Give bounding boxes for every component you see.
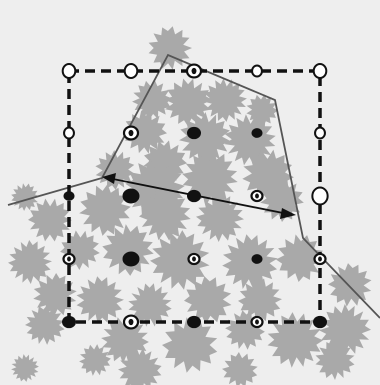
gray-blob xyxy=(76,276,124,324)
open-marker xyxy=(123,63,139,79)
gray-blob xyxy=(242,149,294,201)
filled-marker xyxy=(63,191,75,201)
gray-blob xyxy=(33,273,77,317)
filled-marker xyxy=(187,126,201,140)
bullseye-marker xyxy=(122,125,140,141)
bullseye-marker xyxy=(187,252,201,266)
filled-marker xyxy=(313,315,327,329)
bullseye-marker xyxy=(250,315,264,329)
gray-blob xyxy=(28,198,72,242)
open-marker xyxy=(314,126,326,140)
gray-blob xyxy=(179,112,231,164)
gray-blob xyxy=(182,150,238,206)
gray-blob xyxy=(95,150,135,190)
gray-blob xyxy=(25,305,65,345)
filled-marker xyxy=(187,315,201,329)
gray-blob xyxy=(164,78,212,126)
filled-marker xyxy=(62,315,76,329)
gray-blob xyxy=(328,263,372,307)
gray-blob xyxy=(102,224,154,276)
gray-blob xyxy=(267,312,323,368)
gray-blob xyxy=(162,317,218,373)
bullseye-marker xyxy=(313,252,327,266)
open-marker xyxy=(312,63,328,79)
gray-blob xyxy=(184,276,232,324)
gray-blob xyxy=(222,234,278,290)
gray-blob xyxy=(118,348,162,385)
gray-blob-cluster xyxy=(8,26,372,385)
gray-blob xyxy=(11,183,39,211)
open-marker xyxy=(251,64,263,78)
gray-blob xyxy=(139,189,191,241)
filled-marker xyxy=(122,188,140,204)
gray-blob xyxy=(11,354,39,382)
gray-blob xyxy=(319,304,371,356)
arrow-head-left xyxy=(102,173,116,184)
gray-blob xyxy=(148,26,192,70)
gray-blob xyxy=(222,352,258,385)
gray-blob xyxy=(238,278,282,322)
open-marker xyxy=(63,126,75,140)
gray-blob xyxy=(315,340,355,380)
open-marker xyxy=(311,186,329,206)
filled-marker xyxy=(187,189,201,203)
boundary-polyline xyxy=(7,53,380,319)
gray-blob xyxy=(79,184,131,236)
filled-marker xyxy=(122,251,140,267)
gray-blob xyxy=(79,344,111,376)
bullseye-marker xyxy=(185,63,203,79)
gray-blob xyxy=(128,283,172,327)
bullseye-marker xyxy=(122,314,140,330)
marker-grid xyxy=(61,63,329,330)
gray-blob xyxy=(196,194,244,242)
bullseye-marker xyxy=(62,252,76,266)
arrow-head-right xyxy=(280,208,296,219)
filled-marker xyxy=(251,128,263,138)
open-marker xyxy=(61,63,77,79)
gray-blob xyxy=(203,78,247,122)
gray-blob xyxy=(101,316,149,364)
filled-marker xyxy=(251,254,263,264)
gray-blob xyxy=(132,80,172,120)
gray-blob xyxy=(123,110,167,154)
bullseye-marker xyxy=(250,189,264,203)
gray-blob xyxy=(150,230,210,290)
gray-blob xyxy=(8,240,52,284)
